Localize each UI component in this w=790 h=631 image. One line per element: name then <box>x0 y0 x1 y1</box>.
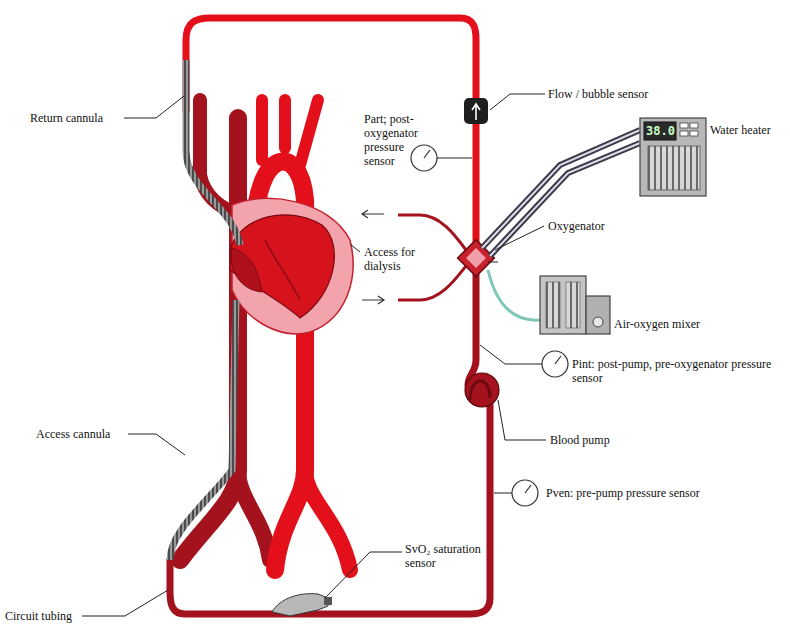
heater-hoses <box>482 130 640 256</box>
part-label: Flow / bubble sensor <box>548 87 678 101</box>
circuit-tubing <box>170 18 490 614</box>
part-label: Part; post-oxygenator pressure sensor <box>364 112 430 168</box>
svo2-sensor <box>272 594 332 616</box>
part-label: Access cannula <box>36 427 132 441</box>
part-label: Circuit tubing <box>5 609 85 623</box>
return-cannula <box>186 60 240 245</box>
part-label: Oxygenator <box>548 219 638 233</box>
flow-bubble-sensor <box>464 98 488 124</box>
part-label: SvO₂ saturation sensor <box>405 542 505 570</box>
access-cannula <box>170 300 236 560</box>
dialysis-access <box>362 210 466 304</box>
gas-line <box>488 270 540 320</box>
part-label: Water heater <box>710 123 786 137</box>
part-label: Air-oxygen mixer <box>614 317 734 331</box>
pressure-gauges <box>411 145 568 506</box>
air-oxygen-mixer <box>540 276 610 334</box>
part-label: Return cannula <box>30 111 126 125</box>
blood-pump <box>465 373 499 407</box>
part-label: Blood pump <box>550 433 650 447</box>
part-label: Pven: pre-pump pressure sensor <box>546 486 766 500</box>
display-value: 38.0 <box>646 124 676 138</box>
water-heater <box>640 118 706 196</box>
part-label: Pint: post-pump, pre-oxygenator pressure… <box>572 357 782 385</box>
part-label: Access for dialysis <box>364 245 438 273</box>
leader-lines <box>82 94 546 616</box>
heart <box>230 198 353 333</box>
